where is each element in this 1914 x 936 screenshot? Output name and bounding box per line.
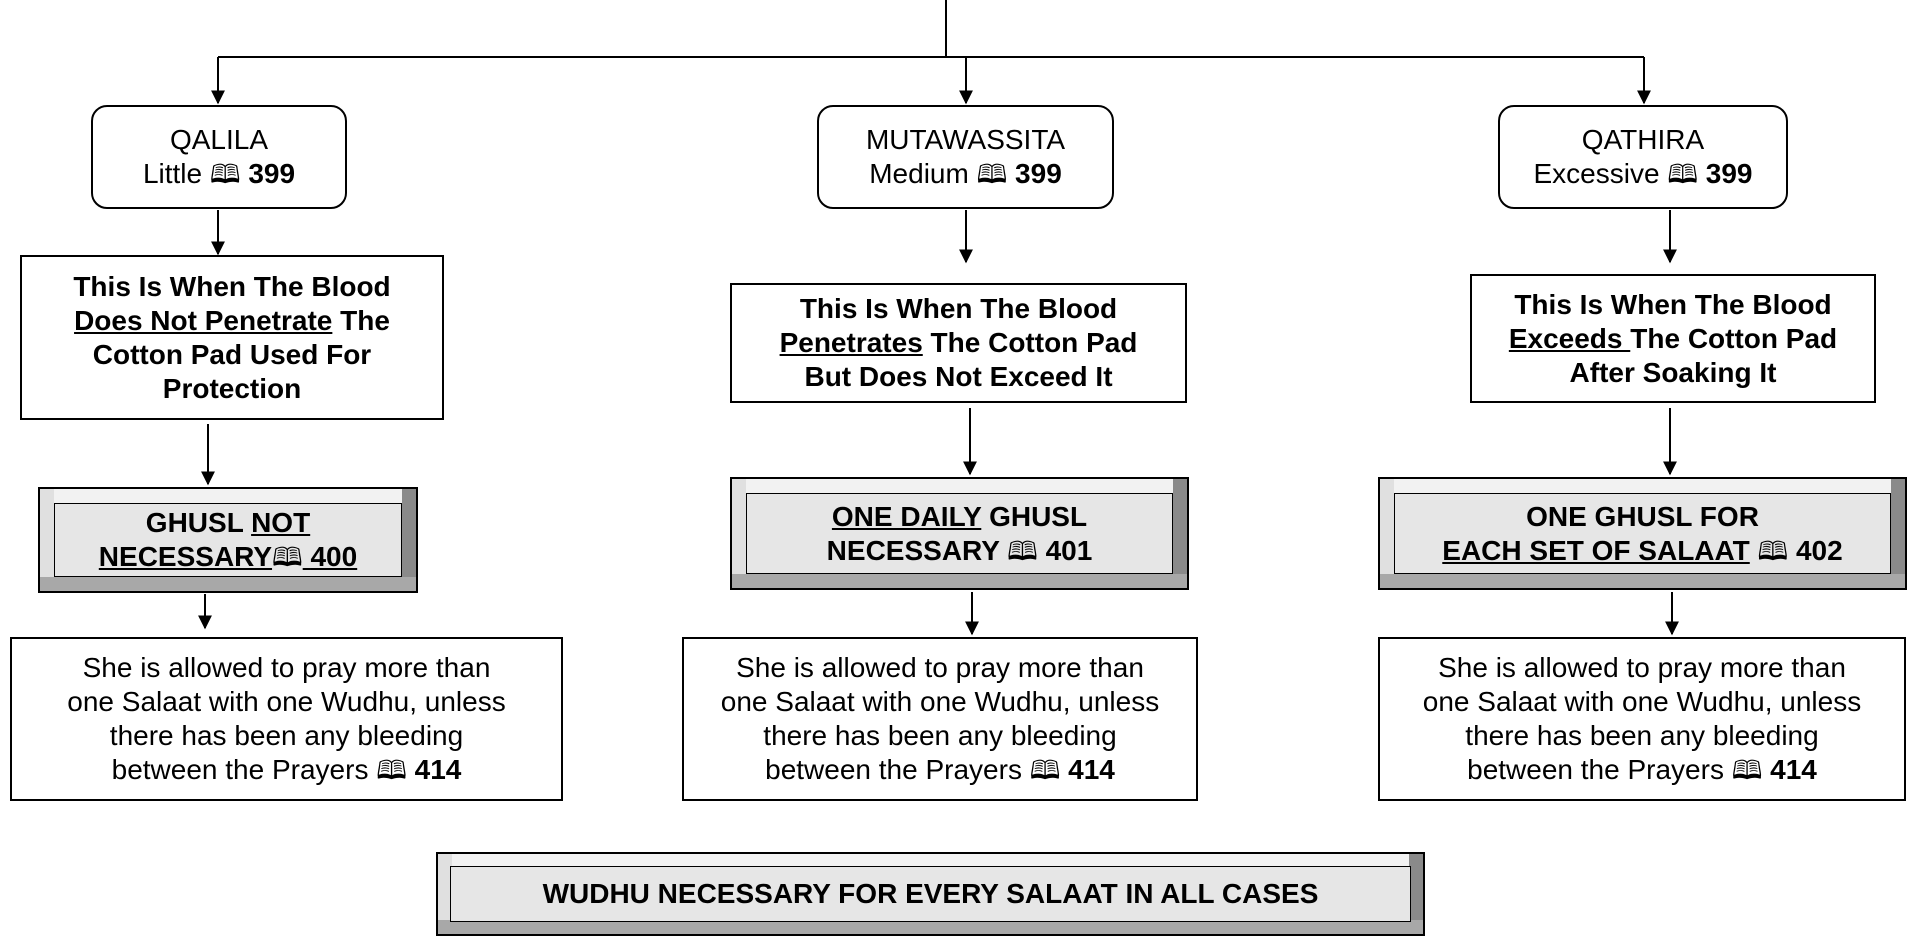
note-line: there has been any bleeding bbox=[1465, 720, 1819, 751]
book-icon: 🕮 bbox=[1667, 159, 1698, 189]
note-line: between the Prayers 🕮 414 bbox=[112, 753, 462, 787]
description-text: The bbox=[332, 304, 390, 336]
description-line: Protection bbox=[162, 372, 302, 404]
note-line: there has been any bleeding bbox=[109, 720, 464, 751]
footer-banner: WUDHU NECESSARY FOR EVERY SALAAT IN ALL … bbox=[436, 852, 1425, 936]
ghusl-line: NECESSARY🕮 400 bbox=[99, 540, 357, 574]
description-line: Exceeds The Cotton Pad bbox=[1509, 322, 1837, 356]
ghusl-emphasis: NOT bbox=[251, 507, 311, 538]
book-icon: 🕮 bbox=[976, 159, 1008, 189]
ghusl-text: GHUSL bbox=[145, 507, 252, 538]
page-reference: 399 bbox=[1705, 158, 1753, 189]
note-line: between the Prayers 🕮 414 bbox=[1467, 753, 1817, 787]
description-line: This Is When The Blood bbox=[1514, 288, 1832, 320]
description-line: Does Not Penetrate The bbox=[74, 304, 390, 338]
page-reference: 401 bbox=[1045, 534, 1093, 566]
ghusl-line: GHUSL NOT bbox=[146, 506, 310, 540]
category-subtitle: Medium bbox=[869, 158, 969, 189]
book-icon: 🕮 bbox=[376, 755, 407, 785]
note-line: one Salaat with one Wudhu, unless bbox=[720, 686, 1160, 717]
note-text: between the Prayers bbox=[765, 754, 1022, 785]
description-line: This Is When The Blood bbox=[73, 270, 391, 302]
note-line: there has been any bleeding bbox=[763, 720, 1117, 751]
ghusl-line: ONE DAILY GHUSL bbox=[832, 500, 1087, 534]
note-box-qathira: She is allowed to pray more than one Sal… bbox=[1378, 637, 1906, 801]
description-emphasis: Exceeds bbox=[1508, 322, 1631, 354]
description-line: After Soaking It bbox=[1569, 356, 1777, 388]
book-icon: 🕮 bbox=[1007, 535, 1038, 566]
book-icon: 🕮 bbox=[272, 542, 303, 572]
note-line: She is allowed to pray more than bbox=[82, 652, 491, 683]
category-box-mutawassita: MUTAWASSITA Medium 🕮 399 bbox=[817, 105, 1114, 209]
ghusl-line: ONE GHUSL FOR bbox=[1526, 500, 1759, 532]
note-line: between the Prayers 🕮 414 bbox=[765, 753, 1115, 787]
ghusl-emphasis: ONE DAILY bbox=[831, 500, 982, 532]
page-reference: 402 bbox=[1795, 534, 1843, 566]
page-reference: 414 bbox=[1770, 754, 1817, 785]
book-icon: 🕮 bbox=[1757, 535, 1789, 566]
note-box-mutawassita: She is allowed to pray more than one Sal… bbox=[682, 637, 1198, 801]
description-line: Penetrates The Cotton Pad bbox=[780, 326, 1138, 360]
page-reference: 414 bbox=[414, 754, 462, 785]
note-line: one Salaat with one Wudhu, unless bbox=[1422, 686, 1862, 717]
page-reference: 400 bbox=[310, 541, 358, 572]
book-icon: 🕮 bbox=[209, 159, 241, 189]
ghusl-box-qalila: GHUSL NOT NECESSARY🕮 400 bbox=[38, 487, 418, 593]
category-subtitle-row: Medium 🕮 399 bbox=[869, 157, 1062, 191]
footer-text: WUDHU NECESSARY FOR EVERY SALAAT IN ALL … bbox=[542, 878, 1319, 909]
category-subtitle: Excessive bbox=[1533, 158, 1660, 189]
category-subtitle-row: Little 🕮 399 bbox=[143, 157, 295, 191]
note-line: She is allowed to pray more than bbox=[1438, 652, 1846, 683]
description-line: Cotton Pad Used For bbox=[92, 338, 372, 370]
description-emphasis: Penetrates bbox=[779, 327, 923, 358]
header-fragment bbox=[650, 0, 1210, 14]
category-box-qalila: QALILA Little 🕮 399 bbox=[91, 105, 347, 209]
ghusl-box-mutawassita: ONE DAILY GHUSL NECESSARY 🕮 401 bbox=[730, 477, 1189, 590]
category-name: QATHIRA bbox=[1581, 124, 1705, 155]
ghusl-line: NECESSARY 🕮 401 bbox=[827, 534, 1093, 568]
ghusl-line: EACH SET OF SALAAT 🕮 402 bbox=[1442, 534, 1842, 568]
note-line: one Salaat with one Wudhu, unless bbox=[67, 686, 506, 717]
note-box-qalila: She is allowed to pray more than one Sal… bbox=[10, 637, 563, 801]
note-line: She is allowed to pray more than bbox=[736, 652, 1144, 683]
category-subtitle: Little bbox=[142, 158, 203, 189]
category-subtitle-row: Excessive 🕮 399 bbox=[1534, 157, 1753, 191]
page-reference: 414 bbox=[1068, 754, 1115, 785]
description-box-qathira: This Is When The Blood Exceeds The Cotto… bbox=[1470, 274, 1876, 403]
description-text: The Cotton Pad bbox=[1630, 322, 1838, 354]
description-line: But Does Not Exceed It bbox=[804, 361, 1113, 392]
ghusl-text: NECESSARY bbox=[826, 534, 1000, 566]
ghusl-text: GHUSL bbox=[981, 500, 1088, 532]
description-emphasis: Does Not Penetrate bbox=[74, 304, 333, 336]
page-reference: 399 bbox=[248, 158, 296, 189]
description-box-qalila: This Is When The Blood Does Not Penetrat… bbox=[20, 255, 444, 420]
description-box-mutawassita: This Is When The Blood Penetrates The Co… bbox=[730, 283, 1187, 403]
category-name: MUTAWASSITA bbox=[865, 124, 1066, 155]
ghusl-emphasis: NECESSARY bbox=[98, 541, 273, 572]
category-box-qathira: QATHIRA Excessive 🕮 399 bbox=[1498, 105, 1788, 209]
note-text: between the Prayers bbox=[111, 754, 369, 785]
ghusl-box-qathira: ONE GHUSL FOR EACH SET OF SALAAT 🕮 402 bbox=[1378, 477, 1907, 590]
description-line: This Is When The Blood bbox=[799, 293, 1118, 324]
note-text: between the Prayers bbox=[1467, 754, 1724, 785]
category-name: QALILA bbox=[169, 124, 269, 155]
book-icon: 🕮 bbox=[1029, 755, 1061, 785]
description-text: The Cotton Pad bbox=[922, 327, 1138, 358]
book-icon: 🕮 bbox=[1731, 755, 1763, 785]
ghusl-emphasis: EACH SET OF SALAAT bbox=[1442, 534, 1750, 566]
page-reference: 399 bbox=[1015, 158, 1062, 189]
